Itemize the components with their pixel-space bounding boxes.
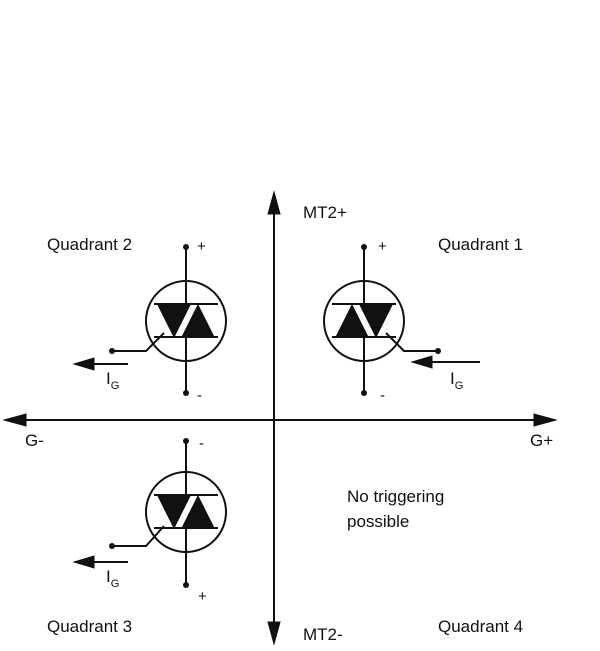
triac-quadrant-2: + - IG [72, 238, 227, 404]
triac-quadrant-3: - + IG [72, 435, 227, 605]
q2-gate-current-label: IG [106, 369, 119, 392]
q2-top-sign: + [197, 238, 206, 255]
arrowhead-down-icon [267, 621, 281, 646]
axis-label-mt2-minus: MT2- [303, 625, 343, 644]
q1-bottom-sign: - [380, 387, 385, 404]
q3-top-sign: - [199, 435, 204, 452]
quadrant-4-label: Quadrant 4 [438, 617, 523, 636]
arrowhead-right-icon [533, 413, 558, 427]
triac-quadrant-1: + - IG [323, 238, 480, 404]
axis-label-g-minus: G- [25, 431, 44, 450]
q3-gate-current-label: IG [106, 567, 119, 590]
triac-symbol-icon [145, 471, 227, 553]
quadrant-3-label: Quadrant 3 [47, 617, 132, 636]
gate-current-arrow-icon [72, 357, 95, 371]
arrowhead-up-icon [267, 190, 281, 215]
triac-symbol-icon [323, 280, 405, 362]
quadrant-1-label: Quadrant 1 [438, 235, 523, 254]
no-triggering-note-line2: possible [347, 512, 409, 531]
q1-gate-current-label: IG [450, 369, 463, 392]
no-triggering-note-line1: No triggering [347, 487, 444, 506]
triac-symbol-icon [145, 280, 227, 362]
q1-top-sign: + [378, 238, 387, 255]
gate-current-arrow-icon [410, 355, 433, 369]
q3-bottom-sign: + [198, 588, 207, 605]
axis-label-mt2-plus: MT2+ [303, 203, 347, 222]
arrowhead-left-icon [2, 413, 27, 427]
gate-current-arrow-icon [72, 555, 95, 569]
axis-label-g-plus: G+ [530, 431, 553, 450]
quadrant-2-label: Quadrant 2 [47, 235, 132, 254]
axes [2, 190, 558, 646]
q2-bottom-sign: - [197, 387, 202, 404]
